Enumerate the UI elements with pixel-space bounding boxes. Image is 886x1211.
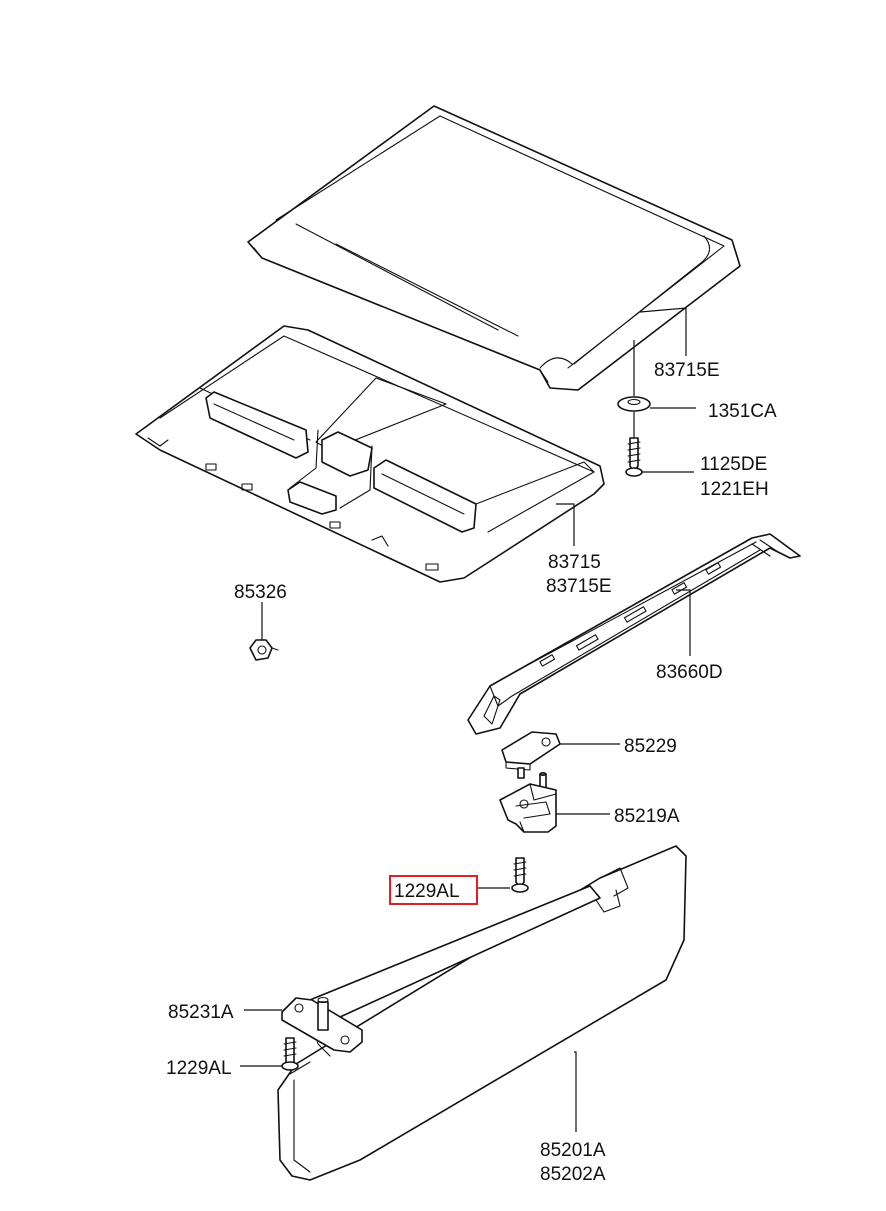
rail-part — [467, 533, 801, 735]
label-roof-pad[interactable]: 83715E — [654, 360, 720, 381]
label-screw-lower[interactable]: 1229AL — [166, 1058, 232, 1079]
label-cover[interactable]: 85229 — [624, 736, 677, 757]
headliner-part — [135, 325, 605, 583]
clip-part — [249, 639, 279, 661]
label-visor-a[interactable]: 85201A — [540, 1140, 606, 1161]
label-rail[interactable]: 83660D — [656, 662, 723, 683]
label-screw-b[interactable]: 1221EH — [700, 479, 769, 500]
label-headliner-a[interactable]: 83715 — [548, 552, 601, 573]
retainer-part — [499, 771, 557, 833]
label-screw-a[interactable]: 1125DE — [700, 454, 767, 475]
sun-visor-part — [277, 845, 687, 1181]
label-clip[interactable]: 85326 — [234, 582, 287, 603]
label-headliner-b[interactable]: 83715E — [546, 576, 612, 597]
visor-holder-part — [281, 996, 363, 1053]
leader-lines — [240, 307, 696, 1132]
label-washer[interactable]: 1351CA — [708, 401, 777, 422]
screw-part-lower — [281, 1037, 299, 1071]
roof-pad-part — [247, 105, 741, 391]
label-visor-b[interactable]: 85202A — [540, 1164, 606, 1185]
screw-part-upper-right — [625, 437, 643, 477]
cover-part — [501, 731, 561, 779]
label-screw-highlighted[interactable]: 1229AL — [394, 881, 460, 902]
label-retainer[interactable]: 85219A — [614, 806, 680, 827]
highlight-box — [389, 875, 478, 905]
label-holder[interactable]: 85231A — [168, 1002, 234, 1023]
washer-part — [617, 396, 651, 412]
screw-part-highlighted — [511, 857, 529, 893]
